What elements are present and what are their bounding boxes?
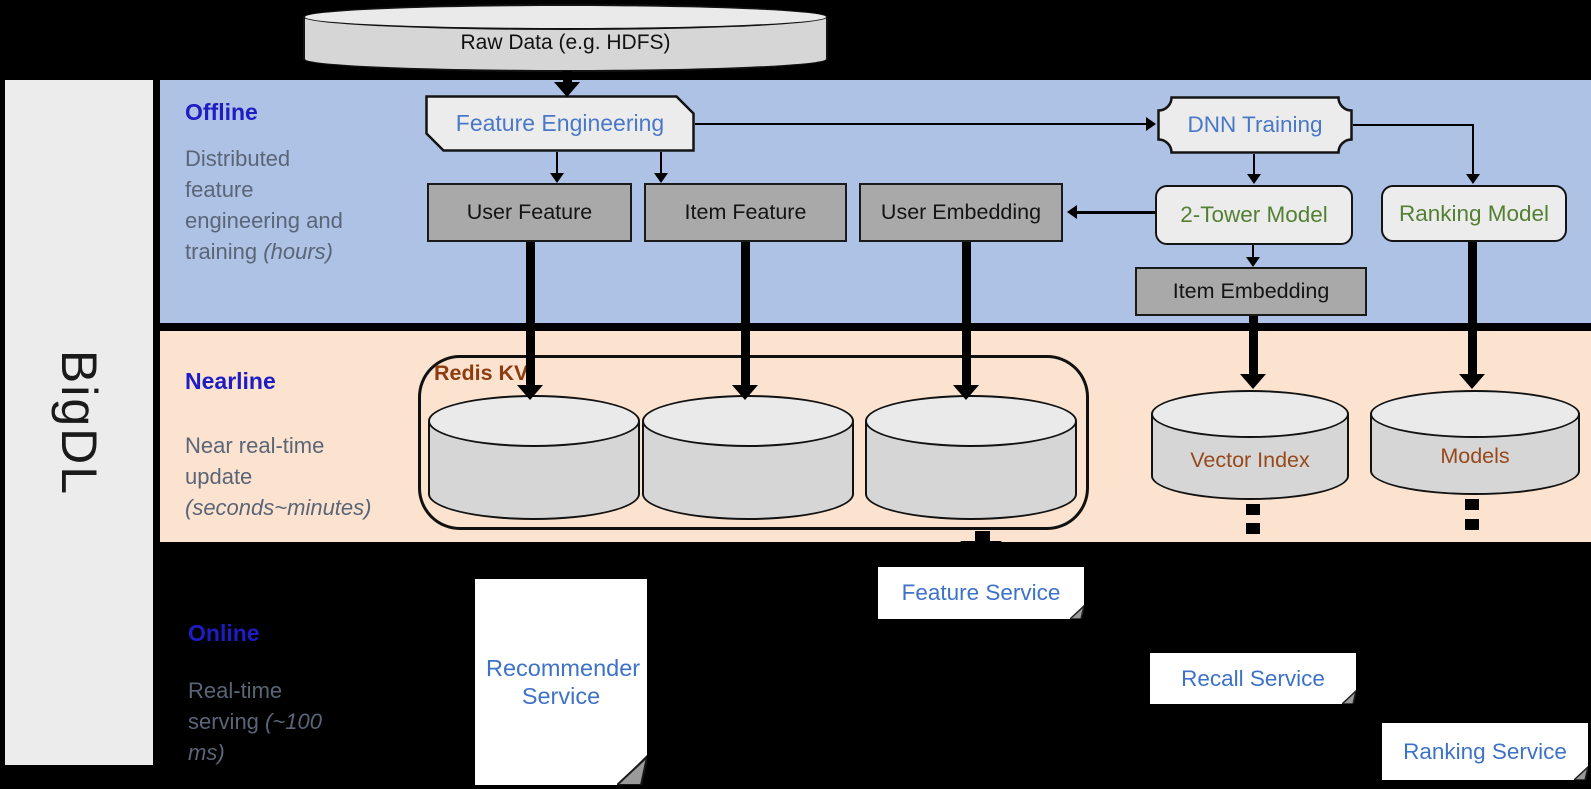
arrow-userfeature-to-kv <box>525 242 535 387</box>
arrow-itemfeature-to-kv-head <box>732 385 758 400</box>
plaque-box-shape <box>1157 96 1353 154</box>
arrow-dnn-to-ranking-vseg <box>1471 124 1475 175</box>
recall-service-label: Recall Service <box>1181 665 1325 691</box>
feature-service-node: Feature Service <box>878 567 1084 619</box>
vector-index-label: Vector Index <box>1190 447 1310 472</box>
ranking-service-fold-icon <box>1574 766 1588 780</box>
item-feature-label: Item Feature <box>684 200 807 224</box>
dashed-kv-to-featureservice-seg <box>975 531 990 541</box>
arrow-itemembedding-to-vectorindex-head <box>1240 374 1266 389</box>
arrow-twotower-to-userembedding-head <box>1067 205 1077 219</box>
arrow-dnn-to-ranking-hseg <box>1353 123 1473 127</box>
kv-cylinder-3 <box>865 395 1077 520</box>
redis-kv-container <box>418 355 1089 530</box>
arrow-twotower-to-itemembedding-head <box>1246 257 1260 267</box>
user-feature-label: User Feature <box>466 200 593 224</box>
online-title: Online <box>188 620 260 646</box>
cylinder-top <box>1370 390 1580 438</box>
dashed-kv-to-featureservice-head <box>960 541 1002 557</box>
bigdl-logo-text: BigDL <box>51 349 107 496</box>
vector-index-store: Vector Index <box>1151 390 1349 500</box>
dnn-training-label: DNN Training <box>1187 112 1323 137</box>
raw-data-store: Raw Data (e.g. HDFS) <box>303 4 828 72</box>
dashed-models-seg-2 <box>1465 519 1479 530</box>
cylinder-top <box>303 4 828 30</box>
two-tower-model-node: 2-Tower Model <box>1155 185 1353 245</box>
arrow-rawdata-to-fe-head <box>554 82 580 97</box>
models-label: Models <box>1440 444 1510 468</box>
dashed-models-seg-1 <box>1465 499 1479 510</box>
online-description: Real-time serving (~100 ms) <box>188 678 322 765</box>
user-embedding-node: User Embedding <box>859 183 1063 242</box>
recall-service-fold-icon <box>1342 690 1356 704</box>
nearline-title: Nearline <box>185 368 276 394</box>
ranking-service-label: Ranking Service <box>1403 738 1567 764</box>
arrow-fe-to-userfeature-head <box>550 173 564 183</box>
offline-title: Offline <box>185 99 258 125</box>
two-tower-model-label: 2-Tower Model <box>1180 202 1328 227</box>
user-embedding-label: User Embedding <box>880 200 1042 224</box>
arrow-dnn-to-twotower-head <box>1247 174 1261 184</box>
dashed-vectorindex-seg-2 <box>1246 523 1260 534</box>
arrow-dnn-to-twotower <box>1252 154 1256 175</box>
feature-engineering-node: Feature Engineering <box>425 95 695 152</box>
feature-engineering-label: Feature Engineering <box>455 110 665 136</box>
offline-description: Distributed feature engineering and trai… <box>185 146 343 264</box>
user-feature-node: User Feature <box>427 183 632 242</box>
arrow-dnn-to-ranking-head <box>1466 174 1480 184</box>
arrow-twotower-to-itemembedding <box>1251 245 1255 259</box>
arrow-itemfeature-to-kv <box>740 242 750 387</box>
nearline-description: Near real-time update (seconds~minutes) <box>185 433 372 520</box>
redis-kv-label: Redis KV <box>434 361 529 385</box>
item-embedding-node: Item Embedding <box>1135 267 1367 316</box>
arrow-userembedding-to-kv <box>961 242 971 387</box>
feature-service-label: Feature Service <box>901 580 1061 605</box>
arrow-rankingmodel-to-models <box>1467 242 1477 376</box>
raw-data-label: Raw Data (e.g. HDFS) <box>460 31 671 54</box>
cylinder-top <box>865 395 1077 447</box>
arrow-fe-to-itemfeature <box>659 152 663 174</box>
recommender-service-node: Recommender Service <box>475 579 647 785</box>
ranking-model-node: Ranking Model <box>1381 185 1567 242</box>
arrow-itemembedding-to-vectorindex <box>1248 316 1258 376</box>
ranking-service-node: Ranking Service <box>1382 723 1588 780</box>
arrow-rankingmodel-to-models-head <box>1459 374 1485 389</box>
ranking-model-label: Ranking Model <box>1398 200 1550 226</box>
arrow-fe-to-dnn-head <box>1146 117 1156 131</box>
arrow-twotower-to-userembedding <box>1077 211 1155 214</box>
recommender-service-fold-icon <box>617 755 647 785</box>
kv-cylinder-1 <box>428 395 640 520</box>
arrow-rawdata-to-fe <box>563 71 572 84</box>
item-embedding-label: Item Embedding <box>1172 279 1330 303</box>
arrow-fe-to-itemfeature-head <box>654 173 668 183</box>
arrow-userembedding-to-kv-head <box>953 385 979 400</box>
item-feature-node: Item Feature <box>644 183 847 242</box>
dashed-vectorindex-seg-1 <box>1246 504 1260 515</box>
kv-cylinder-2 <box>642 395 854 520</box>
cylinder-top <box>428 395 640 447</box>
models-store: Models <box>1370 390 1580 495</box>
arrow-userfeature-to-kv-head <box>517 385 543 400</box>
recall-service-node: Recall Service <box>1150 653 1356 704</box>
cylinder-top <box>1151 390 1349 438</box>
feature-service-fold-icon <box>1070 605 1084 619</box>
arrow-fe-to-dnn <box>695 122 1147 126</box>
cylinder-top <box>642 395 854 447</box>
snip-box-shape <box>425 95 695 152</box>
bigdl-sidebar: BigDL <box>5 80 153 765</box>
arrow-fe-to-userfeature <box>555 152 559 174</box>
dnn-training-node: DNN Training <box>1157 96 1353 154</box>
recommender-service-label: Recommender Service <box>486 655 641 709</box>
